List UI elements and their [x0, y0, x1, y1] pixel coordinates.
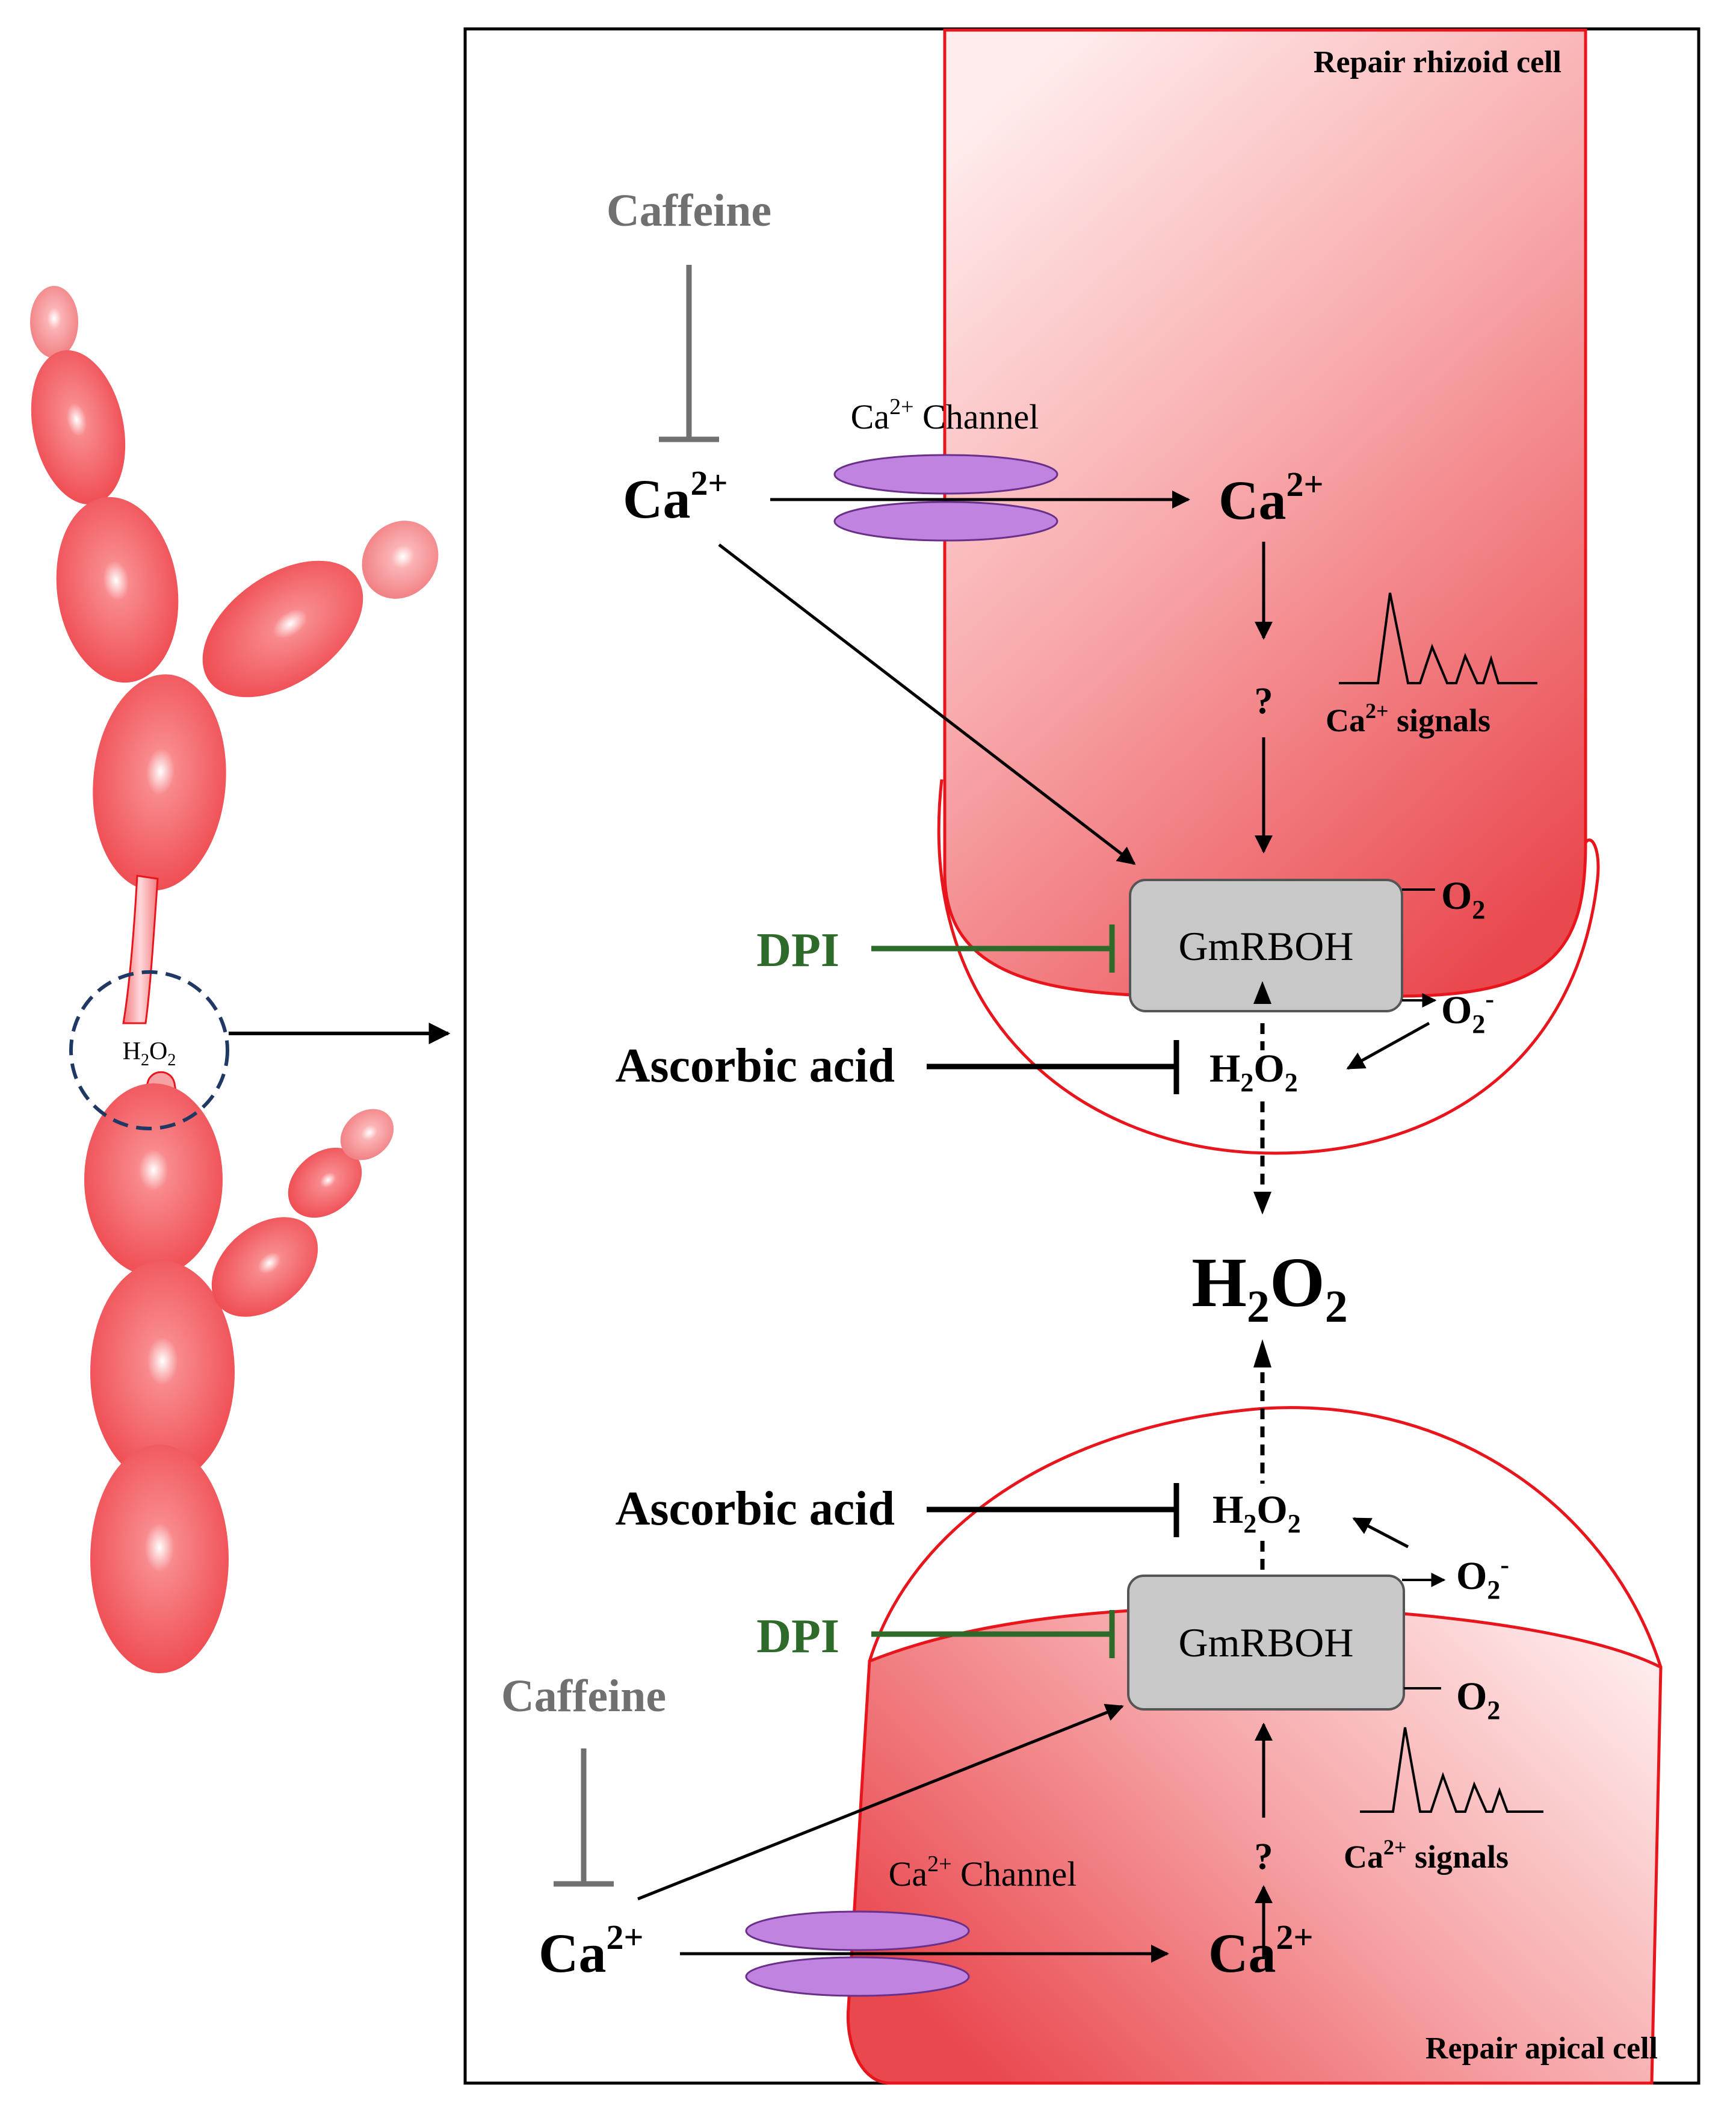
- apical-cell: [846, 1406, 1663, 2085]
- top-ascorbic-label: Ascorbic acid: [616, 1039, 895, 1092]
- apical-wound-dome: [868, 1406, 1663, 1668]
- bottom-gmrboh-enzyme: [1127, 1575, 1405, 1711]
- top-question-mark: ?: [1255, 681, 1273, 722]
- bottom-superoxide-label: O2-: [1456, 1550, 1509, 1605]
- top-caffeine-label: Caffeine: [607, 185, 771, 236]
- bottom-superoxide-to-h2o2-arrow: [1352, 1517, 1409, 1549]
- bottom-dpi-label: DPI: [756, 1610, 839, 1663]
- top-superoxide-label: O2-: [1441, 984, 1494, 1039]
- top-gmrboh-enzyme: [1129, 879, 1403, 1012]
- bottom-o2-label: O2: [1456, 1674, 1500, 1725]
- center-h2o2-label: H2O2: [1191, 1243, 1348, 1332]
- bottom-ca-channel-upper: [745, 1910, 970, 1951]
- top-ca-direct-arrow: [718, 543, 1136, 865]
- top-ca-inside: Ca2+: [1219, 465, 1324, 531]
- top-channel-label: Ca2+ Channel: [851, 394, 1039, 436]
- top-superoxide-to-h2o2-arrow: [1346, 1021, 1430, 1070]
- top-h2o2-label: H2O2: [1209, 1047, 1298, 1097]
- filament-cell: [84, 1083, 223, 1276]
- filament-cell: [90, 1445, 229, 1673]
- filament-cell: [288, 1147, 362, 1218]
- bottom-ca-signals-label: Ca2+ signals: [1344, 1835, 1509, 1875]
- bottom-dashed-arrowhead-up: [1253, 1339, 1271, 1367]
- top-dpi-label: DPI: [756, 924, 839, 977]
- top-dashed-arrowhead-up: [1253, 981, 1271, 1004]
- top-ca-channel-upper: [833, 454, 1058, 495]
- bottom-question-mark: ?: [1255, 1836, 1273, 1877]
- top-ca-signal-trace: [1339, 592, 1537, 684]
- bottom-h2o2-label: H2O2: [1212, 1488, 1301, 1538]
- rhizoid-cell-label: Repair rhizoid cell: [1314, 45, 1561, 79]
- filament-cell: [202, 560, 363, 698]
- bottom-ca-channel-lower: [745, 1956, 970, 1997]
- top-ca-outside: Ca2+: [623, 463, 728, 530]
- filament-cell: [90, 1261, 235, 1484]
- rhizoid-tube: [122, 875, 159, 1024]
- bottom-gmrboh-label: GmRBOH: [1179, 1620, 1354, 1665]
- junction-highlight-circle: [69, 970, 229, 1130]
- top-o2-label: O2: [1441, 874, 1485, 924]
- rhizoid-wound-bulge: [937, 779, 1600, 1155]
- junction-h2o2-label: H2O2: [123, 1038, 176, 1070]
- top-ca-signals-label: Ca2+ signals: [1326, 699, 1490, 739]
- top-dashed-arrowhead-down: [1253, 1192, 1271, 1215]
- filament-cell: [30, 286, 78, 358]
- filament-illustration: [30, 286, 439, 1673]
- filament-cell: [31, 350, 126, 505]
- top-gmrboh-label: GmRBOH: [1179, 923, 1354, 969]
- filament-cell: [56, 497, 179, 683]
- bottom-ca-outside: Ca2+: [539, 1918, 644, 1984]
- bottom-ascorbic-label: Ascorbic acid: [616, 1482, 895, 1535]
- apical-cell-label: Repair apical cell: [1426, 2031, 1658, 2066]
- filament-cell: [93, 674, 226, 891]
- top-ca-channel-lower: [833, 501, 1058, 542]
- filament-cell: [211, 1217, 318, 1317]
- bottom-ca-signal-trace: [1360, 1727, 1543, 1813]
- bottom-channel-label: Ca2+ Channel: [889, 1851, 1077, 1894]
- bottom-caffeine-label: Caffeine: [501, 1671, 666, 1721]
- bottom-ca-inside: Ca2+: [1208, 1918, 1314, 1984]
- filament-cell: [340, 1109, 394, 1160]
- filament-cell: [362, 521, 439, 599]
- bottom-ca-direct-arrow: [637, 1704, 1124, 1901]
